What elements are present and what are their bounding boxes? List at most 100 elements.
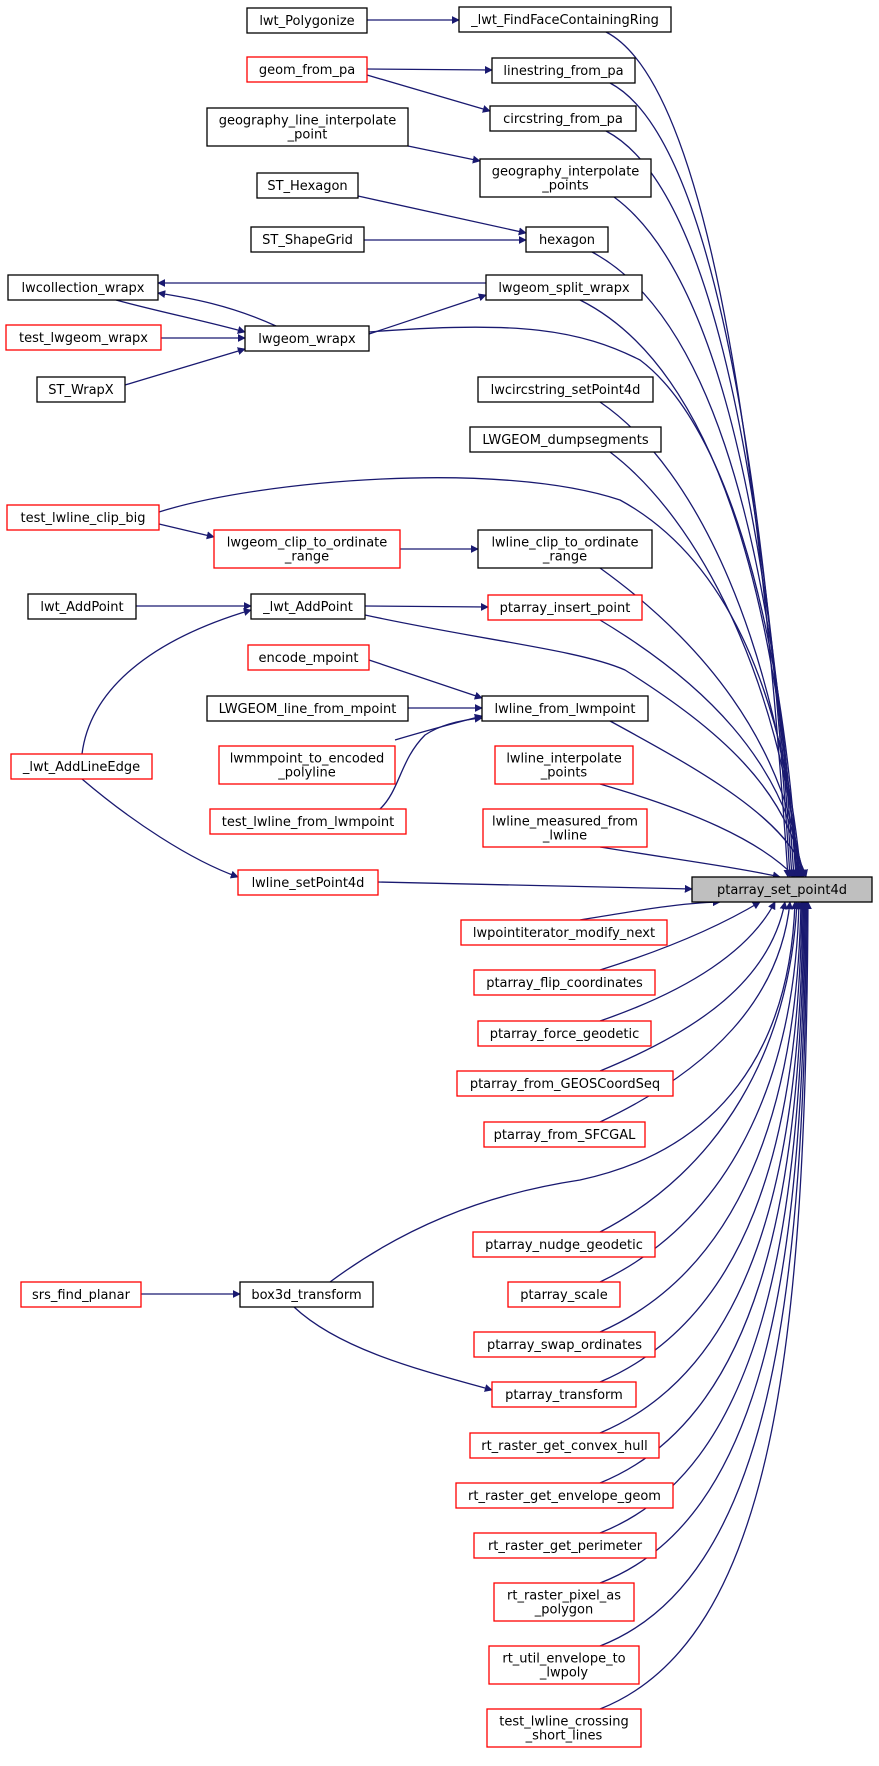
node-ptarray-from-sfcgal[interactable]: ptarray_from_SFCGAL bbox=[483, 1121, 646, 1148]
node-label: rt_raster_get_convex_hull bbox=[481, 1439, 648, 1454]
node-box bbox=[6, 504, 160, 531]
node-label: lwgeom_split_wrapx bbox=[498, 281, 630, 296]
node-hexagon[interactable]: hexagon bbox=[525, 226, 609, 253]
node-rt-raster-pixel-as-polygon[interactable]: rt_raster_pixel_as_polygon bbox=[493, 1582, 635, 1622]
node-ptarray-scale[interactable]: ptarray_scale bbox=[507, 1281, 621, 1308]
node-label: circstring_from_pa bbox=[503, 112, 623, 127]
node-srs-find-planar[interactable]: srs_find_planar bbox=[20, 1281, 142, 1308]
node-label: ptarray_from_SFCGAL bbox=[494, 1128, 636, 1143]
node-lwpointiterator-modify-next[interactable]: lwpointiterator_modify_next bbox=[460, 919, 668, 946]
call-edge bbox=[599, 901, 794, 1123]
node-st-hexagon[interactable]: ST_Hexagon bbox=[256, 172, 359, 199]
node-box bbox=[20, 1281, 142, 1308]
node-lwline-interpolate-points[interactable]: lwline_interpolate_points bbox=[494, 745, 634, 785]
call-edge bbox=[124, 347, 246, 386]
node-lwt-addpoint-pub[interactable]: lwt_AddPoint bbox=[27, 593, 137, 620]
node-box bbox=[250, 593, 366, 620]
node-label: test_lwline_crossing bbox=[499, 1715, 628, 1730]
node-geography-line-interpolate-point[interactable]: geography_line_interpolate_point bbox=[206, 107, 409, 147]
node-lwgeom-split-wrapx[interactable]: lwgeom_split_wrapx bbox=[485, 274, 643, 301]
node-ptarray-set-point4d[interactable]: ptarray_set_point4d bbox=[691, 876, 873, 903]
node-ptarray-flip-coordinates[interactable]: ptarray_flip_coordinates bbox=[473, 969, 656, 996]
node-box bbox=[250, 226, 365, 253]
node-label: geography_line_interpolate bbox=[219, 114, 397, 129]
node-box bbox=[209, 808, 407, 835]
node-label: lwcollection_wrapx bbox=[21, 281, 144, 296]
node-ptarray-transform[interactable]: ptarray_transform bbox=[491, 1381, 637, 1408]
node-label: lwgeom_clip_to_ordinate bbox=[227, 536, 388, 551]
node-box bbox=[469, 1432, 660, 1459]
node-ptarray-swap-ordinates[interactable]: ptarray_swap_ordinates bbox=[473, 1331, 656, 1358]
node-encode-mpoint[interactable]: encode_mpoint bbox=[247, 644, 370, 671]
node-box bbox=[477, 529, 653, 569]
node-label: _points bbox=[541, 179, 589, 194]
node-label: ST_Hexagon bbox=[267, 179, 347, 194]
call-edge bbox=[158, 523, 215, 540]
node-label: _lwt_AddPoint bbox=[262, 600, 353, 615]
node-test-lwline-crossing-short-lines[interactable]: test_lwline_crossing_short_lines bbox=[486, 1708, 642, 1748]
node-box bbox=[246, 7, 368, 34]
call-edge bbox=[364, 602, 489, 611]
node-label: ptarray_transform bbox=[505, 1388, 623, 1403]
node-lwline-measured-from-lwline[interactable]: lwline_measured_from_lwline bbox=[482, 808, 648, 848]
node-ptarray-force-geodetic[interactable]: ptarray_force_geodetic bbox=[477, 1020, 652, 1047]
call-edge bbox=[368, 326, 802, 878]
node-lwgeom-clip-to-ordinate-range[interactable]: lwgeom_clip_to_ordinate_range bbox=[213, 529, 401, 569]
call-edge bbox=[599, 901, 776, 1022]
call-edge bbox=[368, 659, 483, 700]
call-edge bbox=[368, 293, 487, 335]
node-lwt-polygonize[interactable]: lwt_Polygonize bbox=[246, 7, 368, 34]
call-edge bbox=[329, 901, 799, 1283]
node-lwgeom-dumpsegments[interactable]: LWGEOM_dumpsegments bbox=[469, 426, 662, 453]
call-edge bbox=[605, 31, 792, 878]
call-edge bbox=[599, 846, 781, 880]
node-st-shapegrid[interactable]: ST_ShapeGrid bbox=[250, 226, 365, 253]
node-rt-raster-get-convex-hull[interactable]: rt_raster_get_convex_hull bbox=[469, 1432, 660, 1459]
node-rt-raster-get-perimeter[interactable]: rt_raster_get_perimeter bbox=[473, 1532, 657, 1559]
node-circstring-from-pa[interactable]: circstring_from_pa bbox=[489, 105, 637, 132]
node-geography-interpolate-points[interactable]: geography_interpolate_points bbox=[479, 158, 652, 198]
node-label: _short_lines bbox=[525, 1729, 603, 1744]
node-st-wrapx[interactable]: ST_WrapX bbox=[36, 376, 126, 403]
node-lwt-addpoint[interactable]: _lwt_AddPoint bbox=[250, 593, 366, 620]
node-lwline-setpoint4d[interactable]: lwline_setPoint4d bbox=[237, 869, 379, 896]
call-edge bbox=[364, 614, 807, 878]
node-box bbox=[256, 172, 359, 199]
node-lwt-findfacecontainingring[interactable]: _lwt_FindFaceContainingRing bbox=[458, 6, 672, 33]
node-box bbox=[483, 1121, 646, 1148]
node-label: ptarray_scale bbox=[520, 1288, 607, 1303]
node-test-lwgeom-wrapx[interactable]: test_lwgeom_wrapx bbox=[5, 324, 162, 351]
node-lwgeom-line-from-mpoint[interactable]: LWGEOM_line_from_mpoint bbox=[206, 695, 409, 722]
node-rt-raster-get-envelope-geom[interactable]: rt_raster_get_envelope_geom bbox=[455, 1482, 674, 1509]
node-geom-from-pa[interactable]: geom_from_pa bbox=[246, 56, 368, 83]
node-label: ptarray_force_geodetic bbox=[490, 1027, 639, 1042]
node-box bbox=[246, 56, 368, 83]
node-label: _point bbox=[287, 128, 328, 143]
call-edge bbox=[599, 901, 788, 1072]
node-box bbox=[473, 1331, 656, 1358]
node-box bbox=[691, 876, 873, 903]
node-lwcollection-wrapx[interactable]: lwcollection_wrapx bbox=[7, 274, 159, 301]
node-lwline-clip-to-ordinate-range[interactable]: lwline_clip_to_ordinate_range bbox=[477, 529, 653, 569]
node-lwcircstring-setpoint4d[interactable]: lwcircstring_setPoint4d bbox=[477, 376, 654, 403]
node-lwmmpoint-to-encoded-polyline[interactable]: lwmmpoint_to_encoded_polyline bbox=[218, 745, 396, 785]
node-lwgeom-wrapx[interactable]: lwgeom_wrapx bbox=[244, 325, 370, 352]
node-linestring-from-pa[interactable]: linestring_from_pa bbox=[491, 57, 636, 84]
node-lwline-from-lwmpoint[interactable]: lwline_from_lwmpoint bbox=[481, 695, 649, 722]
node-ptarray-insert-point[interactable]: ptarray_insert_point bbox=[487, 594, 643, 621]
node-label: lwline_setPoint4d bbox=[252, 876, 365, 891]
node-test-lwline-clip-big[interactable]: test_lwline_clip_big bbox=[6, 504, 160, 531]
node-rt-util-envelope-to-lwpoly[interactable]: rt_util_envelope_to_lwpoly bbox=[488, 1645, 640, 1685]
node-box3d-transform[interactable]: box3d_transform bbox=[239, 1281, 374, 1308]
node-test-lwline-from-lwmpoint[interactable]: test_lwline_from_lwmpoint bbox=[209, 808, 407, 835]
node-ptarray-from-geoscoordseq[interactable]: ptarray_from_GEOSCoordSeq bbox=[456, 1070, 674, 1097]
node-lwt-addlineedge[interactable]: _lwt_AddLineEdge bbox=[10, 753, 153, 780]
node-box bbox=[507, 1281, 621, 1308]
call-edge bbox=[366, 65, 493, 74]
node-box bbox=[489, 105, 637, 132]
node-label: rt_raster_get_perimeter bbox=[488, 1539, 643, 1554]
node-box bbox=[237, 869, 379, 896]
node-box bbox=[213, 529, 401, 569]
node-ptarray-nudge-geodetic[interactable]: ptarray_nudge_geodetic bbox=[472, 1231, 656, 1258]
call-edge bbox=[599, 901, 805, 1333]
